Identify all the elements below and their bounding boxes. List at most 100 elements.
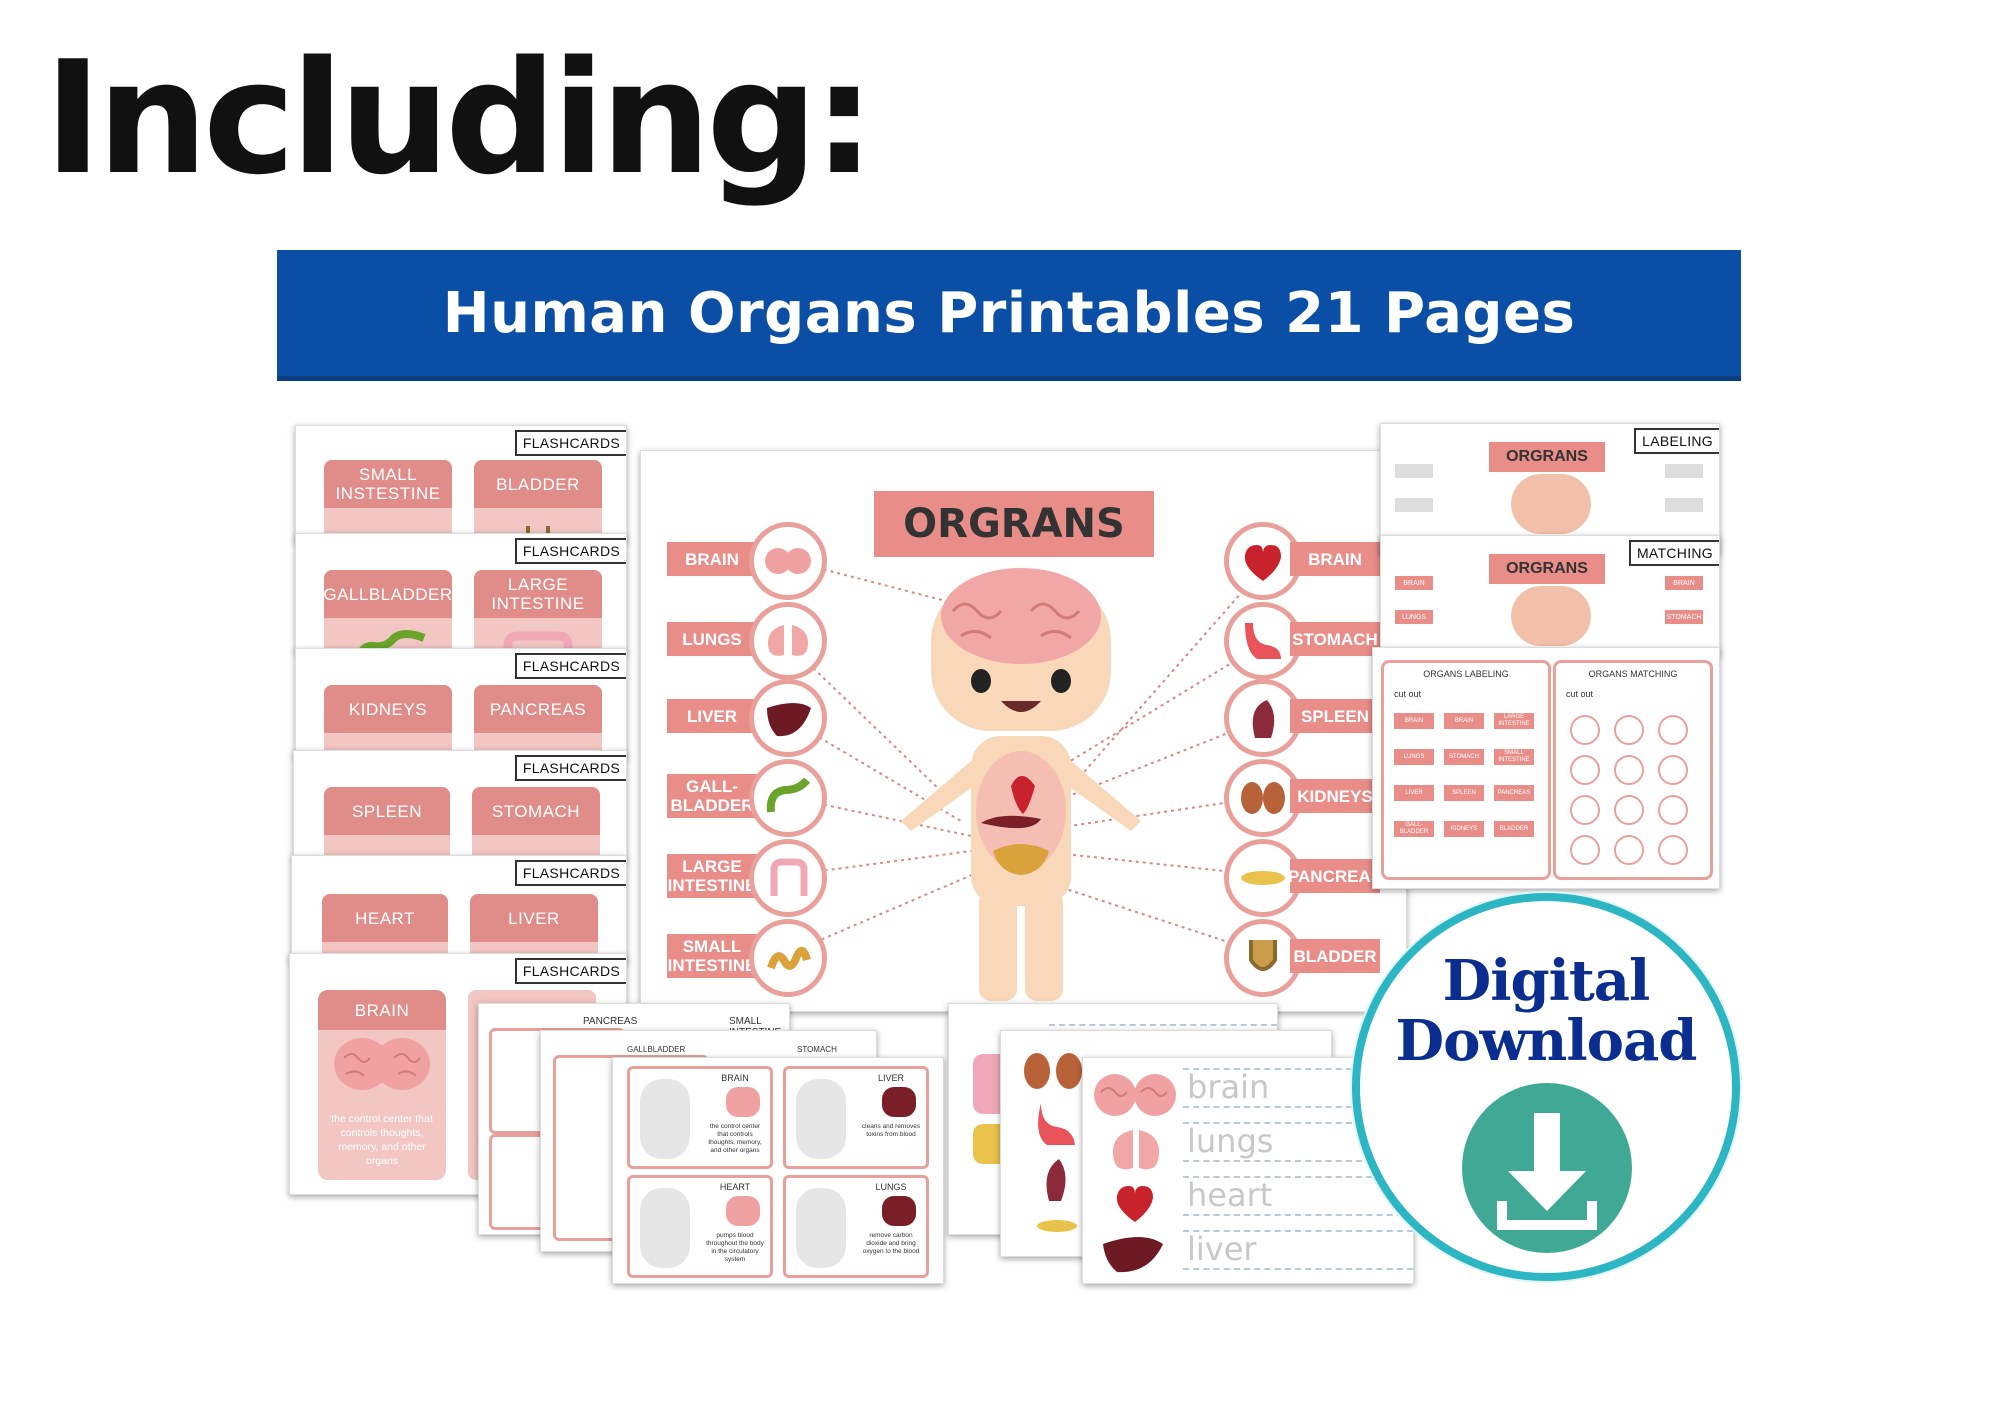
child-illustration — [1511, 474, 1591, 534]
sheet-title: ORGRANS — [1489, 442, 1605, 472]
organ-circle — [1658, 755, 1688, 785]
cutout-label: BRAIN — [1394, 713, 1434, 729]
flashcard-desc: the control center that controls thought… — [331, 1113, 433, 1167]
flashcard-label: BLADDER — [474, 460, 602, 508]
flashcard-label: STOMACH — [472, 787, 600, 835]
matching-cutouts: ORGANS MATCHING cut out — [1553, 660, 1713, 880]
flashcard-label: BRAIN — [318, 990, 446, 1030]
small-intestine-icon — [749, 919, 827, 997]
poster-label-left: GALL- BLADDER — [667, 774, 757, 818]
blank-box — [1665, 464, 1703, 478]
gallbladder-icon — [749, 759, 827, 837]
match-label: STOMACH — [1665, 610, 1703, 624]
cutout-label: LARGE INTESTINE — [1494, 713, 1534, 729]
child-illustration — [796, 1188, 846, 1268]
puzzle-organ-desc: remove carbon dioxide and bring oxygen t… — [862, 1232, 920, 1255]
flashcard: HEART — [322, 894, 448, 962]
lungs-icon — [1109, 1128, 1163, 1174]
flashcard-sheet: FLASHCARDS SMALL INSTESTINE BLADDER — [295, 425, 627, 542]
poster-title: ORGRANS — [874, 491, 1154, 557]
sheet-tag: FLASHCARDS — [514, 958, 626, 984]
large-intestine-icon — [474, 618, 602, 652]
organ-circle — [1570, 795, 1600, 825]
stomach-icon — [1029, 1103, 1079, 1147]
flashcard: BLADDER — [474, 460, 602, 541]
cutout-label: LUNGS — [1394, 749, 1434, 765]
flashcard: LARGE INTESTINE — [474, 570, 602, 652]
organs-poster: ORGRANS BRAIN LUNGS LIVER GALL- BLADDER … — [640, 450, 1407, 1012]
download-label: Download — [1395, 1008, 1698, 1074]
sheet-tag: FLASHCARDS — [514, 653, 626, 679]
pancreas-icon — [1224, 839, 1302, 917]
poster-label-left: BRAIN — [667, 542, 757, 576]
cutout-label: GALL-BLADDER — [1394, 821, 1434, 837]
lungs-icon — [749, 602, 827, 680]
poster-label-right: PANCREAS — [1288, 859, 1382, 893]
flashcard-label: GALLBLADDER — [324, 570, 452, 618]
cutout-label: LIVER — [1394, 785, 1434, 801]
writing-line — [1183, 1160, 1413, 1162]
flashcard-label: LIVER — [470, 894, 598, 942]
puzzle-organ-desc: cleans and removes toxins from blood — [861, 1123, 921, 1138]
organ-circle — [1570, 835, 1600, 865]
digital-label: Digital — [1442, 948, 1651, 1014]
poster-label-left: LARGE INTESTINE — [667, 854, 757, 898]
flashcard: SMALL INSTESTINE — [324, 460, 452, 541]
flashcard: KIDNEYS — [324, 685, 452, 757]
liver-icon — [1099, 1232, 1165, 1274]
flashcard-sheet: FLASHCARDS HEART LIVER — [291, 855, 627, 963]
flashcard-sheet: FLASHCARDS KIDNEYS PANCREAS — [295, 648, 627, 758]
cutout-label: KIDNEYS — [1444, 821, 1484, 837]
writing-line — [1183, 1122, 1413, 1124]
blank-box — [1395, 498, 1433, 512]
writing-line — [1049, 1024, 1277, 1026]
brain-icon — [1093, 1072, 1177, 1118]
puzzle-organ-desc: pumps blood throughout the body in the c… — [706, 1232, 764, 1263]
flashcard-label: SPLEEN — [324, 787, 450, 835]
poster-label-right: BLADDER — [1290, 939, 1380, 973]
organ-circle — [1614, 755, 1644, 785]
cutout-label: SMALL INTESTINE — [1494, 749, 1534, 765]
flashcard-label: HEART — [322, 894, 448, 942]
liver-icon — [749, 679, 827, 757]
kidneys-icon — [1021, 1051, 1085, 1091]
banner-title: Human Organs Printables 21 Pages — [442, 280, 1576, 346]
organ-circle-grid — [1570, 715, 1700, 865]
puzzle-organ-name: BRAIN — [721, 1073, 749, 1083]
cutout-label: BRAIN — [1444, 713, 1484, 729]
flashcard-label: KIDNEYS — [324, 685, 452, 733]
spleen-icon — [1041, 1157, 1071, 1201]
blank-box — [1395, 464, 1433, 478]
flashcard-label: LARGE INTESTINE — [474, 570, 602, 618]
organ-icon — [726, 1196, 760, 1226]
tracing-word: liver — [1187, 1230, 1257, 1268]
poster-label-right: KIDNEYS — [1290, 779, 1380, 813]
organ-circle — [1658, 795, 1688, 825]
flashcard: SPLEEN — [324, 787, 450, 859]
writing-line — [1183, 1214, 1413, 1216]
title-banner: Human Organs Printables 21 Pages — [277, 250, 1741, 376]
organ-icon — [882, 1196, 916, 1226]
tracing-word: heart — [1187, 1176, 1273, 1214]
sheet-tag: FLASHCARDS — [514, 538, 626, 564]
bladder-icon — [1224, 919, 1302, 997]
flashcard-brain: BRAIN the control center that controls t… — [318, 990, 446, 1180]
child-illustration — [640, 1188, 690, 1268]
organ-circle — [1570, 755, 1600, 785]
poster-label-right: BRAIN — [1290, 542, 1380, 576]
writing-line — [1183, 1268, 1413, 1270]
child-illustration — [1511, 586, 1591, 646]
match-label: BRAIN — [1395, 576, 1433, 590]
flashcard: STOMACH — [472, 787, 600, 859]
flashcard-label: SMALL INSTESTINE — [324, 460, 452, 508]
organ-icon — [882, 1087, 916, 1117]
sheet-title: ORGRANS — [1489, 554, 1605, 584]
poster-label-right: STOMACH — [1290, 622, 1380, 656]
